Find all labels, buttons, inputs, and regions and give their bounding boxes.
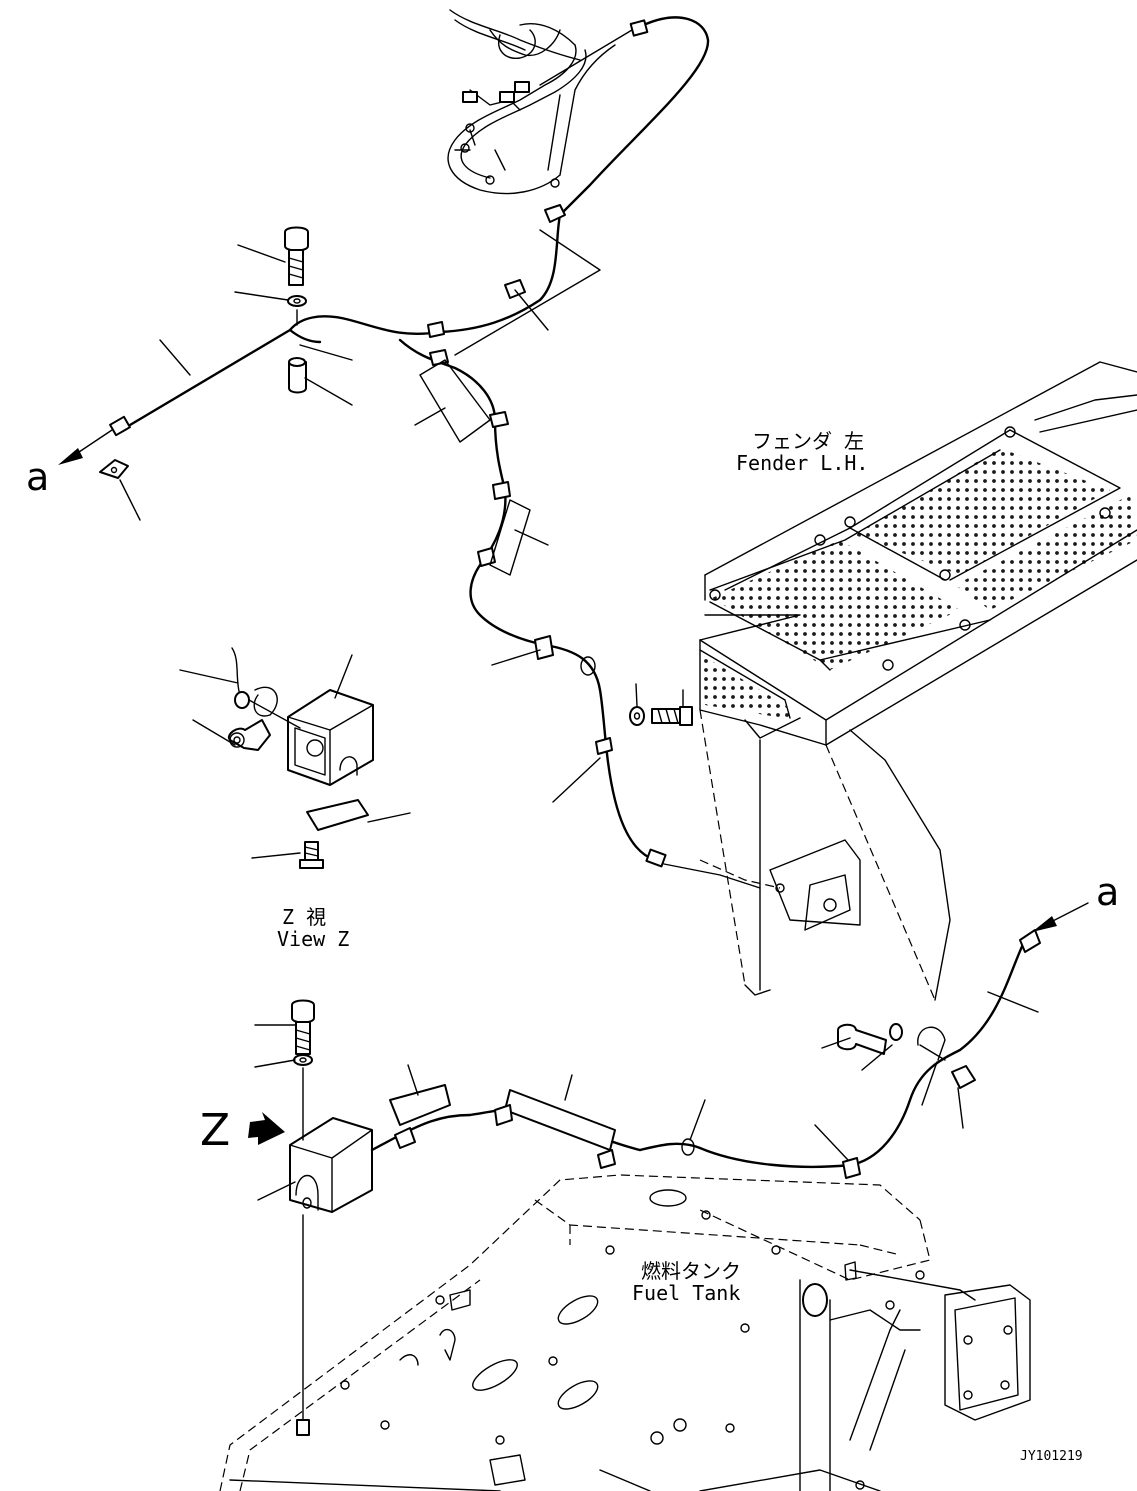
fender-label-en: Fender L.H. [736,451,869,475]
upper-harness [99,204,781,889]
leader-lines [119,244,1039,1201]
lower-bolt-group [291,999,315,1436]
upper-bolt-group [284,226,309,394]
fuel-tank-frame [219,1174,1031,1491]
view-z-arrow-label: Z [200,1105,231,1156]
view-z-label-jp: Z 視 [282,905,327,929]
arrow-a-right [1032,902,1089,932]
lower-harness [289,929,1041,1213]
fender-label-jp: フェンダ 左 [752,429,865,453]
arrow-a-left [58,429,113,465]
view-z-label-en: View Z [277,927,350,951]
view-z-parts [227,647,374,869]
fuel-tank-label-en: Fuel Tank [632,1281,741,1305]
arrow-a-right-label: a [1096,870,1120,914]
fender-lh-outline [699,361,1137,1001]
fuel-tank-label-jp: 燃料タンク [641,1259,741,1283]
drawing-number: JY101219 [1020,1449,1083,1464]
fender-mount-holes [709,426,1111,671]
top-harness-bundle [447,9,710,217]
fender-bolt-group [629,706,693,726]
fender-perforations [702,448,1137,720]
fender-bracket [769,839,861,931]
arrow-a-left-label: a [26,455,50,499]
view-z-arrow [248,1112,285,1145]
